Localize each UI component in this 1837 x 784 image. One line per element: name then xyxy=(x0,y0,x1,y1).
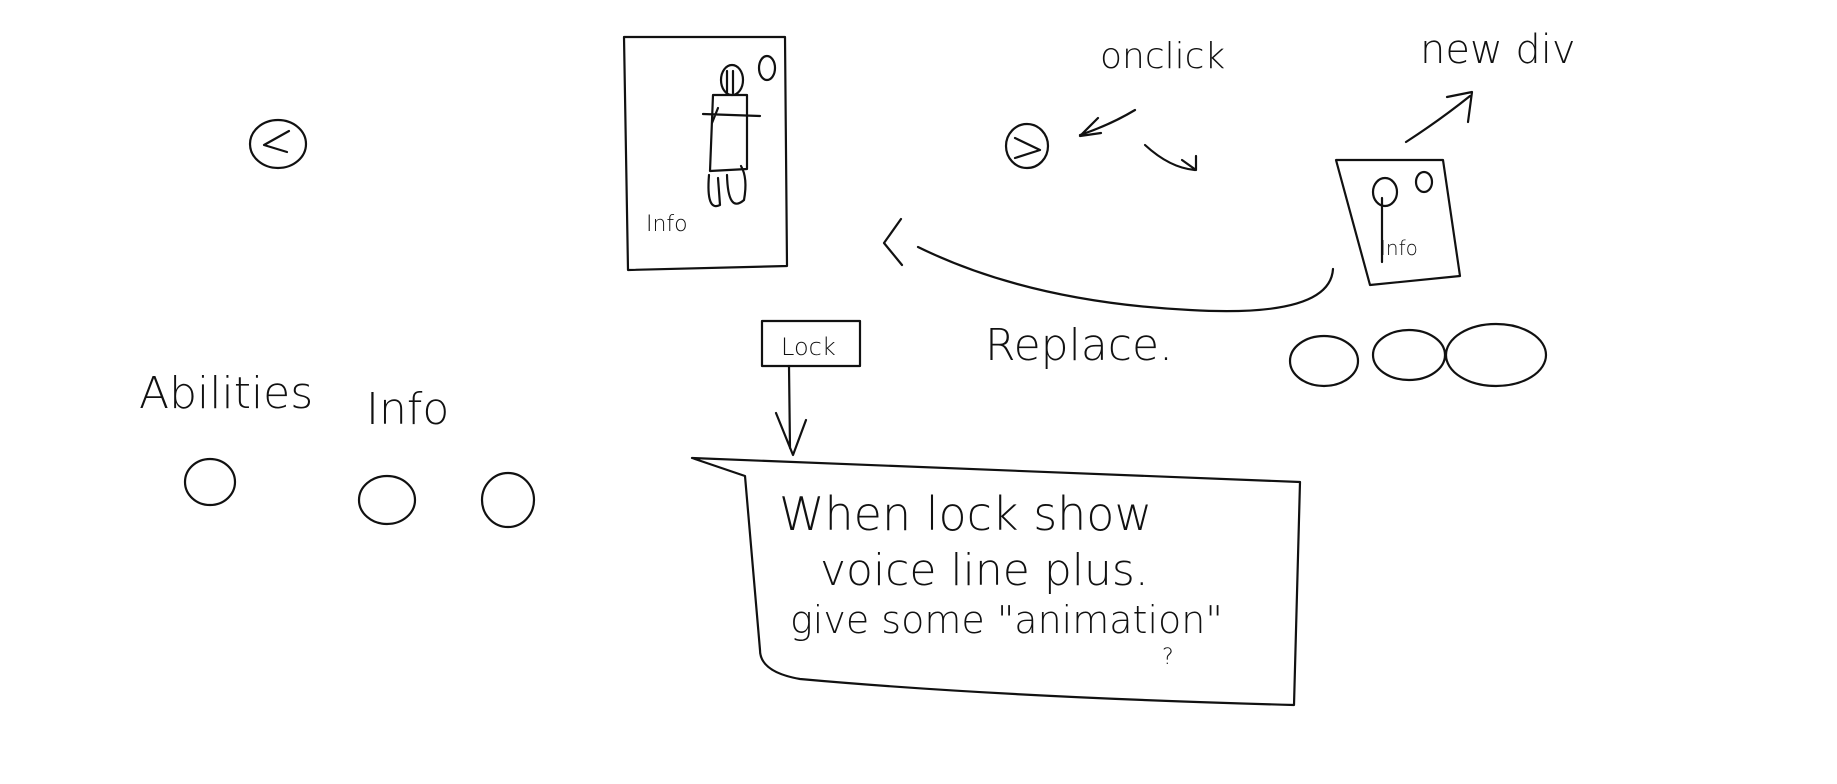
oval-1 xyxy=(1288,334,1360,388)
abilities-heading: Abilities xyxy=(139,368,313,419)
arrow-onclick-to-card xyxy=(1143,143,1198,172)
ability-circle-3[interactable] xyxy=(480,471,536,529)
new-card-head-icon xyxy=(1371,176,1399,208)
lock-button[interactable]: Lock xyxy=(760,319,862,368)
oval-2 xyxy=(1371,328,1447,382)
replace-arrow xyxy=(882,217,1335,313)
note-box-frame xyxy=(690,456,1302,707)
character-card-frame xyxy=(622,35,789,272)
next-arrow-button[interactable] xyxy=(1004,122,1050,170)
next-button-circle xyxy=(1004,122,1050,170)
note-line-3: give some "animation" xyxy=(790,598,1223,642)
info-label-small: Info xyxy=(646,212,688,237)
ability-circle-2[interactable] xyxy=(357,474,417,526)
ability-circle-1[interactable] xyxy=(183,457,237,507)
arrow-to-new-div xyxy=(1404,90,1474,144)
small-circle-icon xyxy=(757,54,777,82)
arrow-onclick-to-button xyxy=(1078,108,1137,138)
chevron-right-icon xyxy=(1013,136,1042,160)
character-legs xyxy=(707,164,747,208)
lock-button-label: Lock xyxy=(781,333,836,361)
prev-button-circle xyxy=(248,118,308,170)
note-line-2: voice line plus. xyxy=(820,545,1149,596)
character-body xyxy=(708,93,749,173)
onclick-label: onclick xyxy=(1100,36,1225,77)
head-marks xyxy=(725,69,735,95)
chevron-left-icon xyxy=(262,129,291,154)
character-arms xyxy=(701,106,762,125)
oval-3 xyxy=(1444,322,1548,388)
ability-ovals-right xyxy=(1288,322,1548,388)
new-div-label: new div xyxy=(1420,27,1576,73)
new-card-small-circle xyxy=(1414,170,1434,194)
arrow-lock-to-note xyxy=(774,364,808,457)
lock-button-frame xyxy=(760,319,862,368)
note-line-1: When lock show xyxy=(779,487,1152,541)
ability-circles-left xyxy=(183,457,536,529)
note-question-mark: ? xyxy=(1162,645,1174,670)
character-card: Info xyxy=(622,35,789,272)
new-character-card: Info xyxy=(1334,158,1462,287)
info-heading: Info xyxy=(366,384,449,435)
prev-arrow-button[interactable] xyxy=(248,118,308,170)
info-label-new-card: Info xyxy=(1380,236,1418,260)
replace-label: Replace. xyxy=(985,320,1173,371)
new-card-frame xyxy=(1334,158,1462,287)
lock-note-box: When lock show voice line plus. give som… xyxy=(690,456,1302,707)
